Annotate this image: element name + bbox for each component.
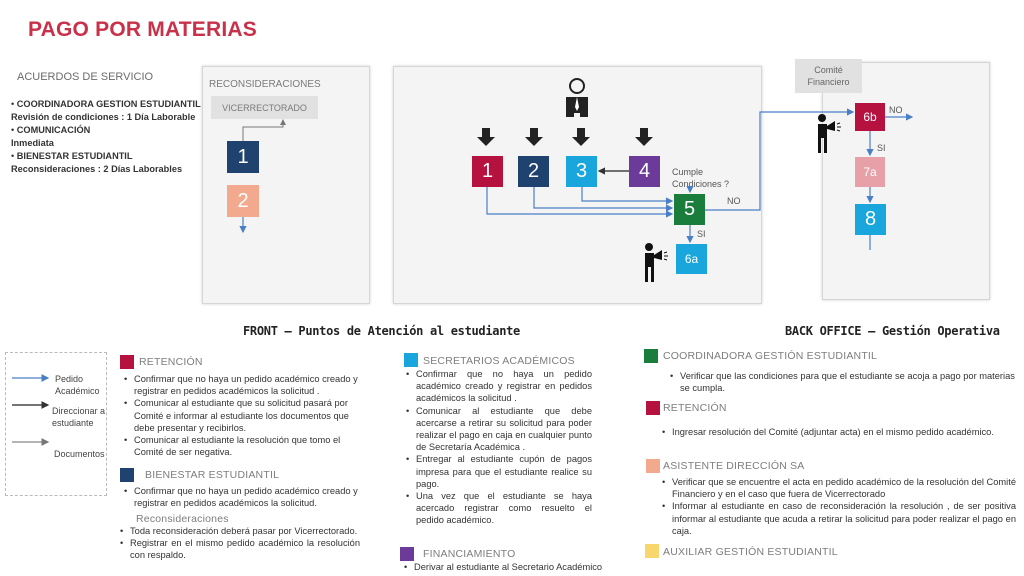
flow-step-2: 2 (518, 156, 549, 187)
secretarios-color-square (404, 353, 418, 367)
vicerrectorado-box: VICERRECTORADO (211, 96, 318, 119)
flow-step-3: 3 (566, 156, 597, 187)
agreement-detail: Inmediata (11, 138, 54, 148)
coordinadora-color-square (644, 349, 658, 363)
comite-financiero-box: Comité Financiero (795, 59, 862, 93)
service-agreements-list: • COORDINADORA GESTION ESTUDIANTIL Revis… (11, 98, 201, 176)
backoffice-panel (822, 62, 990, 300)
secretarios-title: SECRETARIOS ACADÉMICOS (423, 355, 575, 367)
list-item: Confirmar que no haya un pedido académic… (406, 368, 592, 405)
coordinadora-title: COORDINADORA GESTIÓN ESTUDIANTIL (663, 350, 878, 362)
reconsideraciones-list: Toda reconsideración deberá pasar por Vi… (120, 525, 360, 562)
list-item: Verificar que se encuentre el acta en pe… (662, 476, 1016, 500)
bullet: • (11, 125, 17, 135)
list-item: Verificar que las condiciones para que e… (670, 370, 1018, 394)
list-item: Confirmar que no haya un pedido académic… (124, 485, 364, 509)
legend-documentos-label: Documentos (54, 449, 105, 459)
agreement-label: COORDINADORA GESTION ESTUDIANTIL (16, 99, 201, 109)
page-title: PAGO POR MATERIAS (28, 18, 257, 41)
reconsideracion-arrow (242, 119, 286, 141)
reconsideracion-step-2: 2 (227, 185, 259, 217)
retencion-back-color-square (646, 401, 660, 415)
legend-box (5, 352, 107, 496)
bienestar-list: Confirmar que no haya un pedido académic… (124, 485, 364, 509)
student-icon (566, 78, 588, 117)
list-item: Comunicar al estudiante que su solicitud… (124, 397, 364, 434)
list-item: Comunicar al estudiante la resolución qu… (124, 434, 364, 458)
coordinadora-list: Verificar que las condiciones para que e… (670, 370, 1018, 394)
auxiliar-title: AUXILIAR GESTIÓN ESTUDIANTIL (663, 546, 838, 558)
agreement-label: BIENESTAR ESTUDIANTIL (16, 151, 133, 161)
legend-pedido-label: Pedido Académico (55, 374, 100, 396)
retencion-back-title: RETENCIÓN (663, 402, 727, 414)
agreement-detail: Revisión de condiciones : 1 Día Laborabl… (11, 112, 196, 122)
secretarios-list: Confirmar que no haya un pedido académic… (406, 368, 592, 527)
reconsideraciones-subtitle: Reconsideraciones (136, 513, 229, 525)
asistente-color-square (646, 459, 660, 473)
retencion-front-list: Confirmar que no haya un pedido académic… (124, 373, 364, 458)
si-label: SI (877, 143, 886, 153)
list-item: Confirmar que no haya un pedido académic… (124, 373, 364, 397)
bienestar-title: BIENESTAR ESTUDIANTIL (145, 469, 280, 481)
retencion-color-square (120, 355, 134, 369)
cumple-condiciones-label: Cumple Condiciones ? (672, 167, 730, 189)
front-section-title: FRONT – Puntos de Atención al estudiante (243, 324, 520, 338)
back-section-title: BACK OFFICE – Gestión Operativa (785, 324, 1000, 338)
financiamiento-list: Derivar al estudiante al Secretario Acad… (404, 561, 614, 573)
retencion-back-list: Ingresar resolución del Comité (adjuntar… (662, 426, 1018, 438)
no-label: NO (889, 105, 903, 115)
legend-direccionar-label: Direccionar a estudiante (52, 406, 106, 428)
financiamiento-color-square (400, 547, 414, 561)
flow-step-4: 4 (629, 156, 660, 187)
flow-step-6a: 6a (676, 244, 707, 274)
bullet: • (11, 99, 17, 109)
no-label: NO (727, 196, 741, 206)
financiamiento-title: FINANCIAMIENTO (423, 548, 516, 560)
list-item: Comunicar al estudiante que debe acercar… (406, 405, 592, 454)
asistente-list: Verificar que se encuentre el acta en pe… (662, 476, 1016, 537)
agreement-detail: Reconsideraciones : 2 Días Laborables (11, 164, 183, 174)
backoffice-step-6b: 6b (855, 103, 885, 131)
bullet: • (11, 151, 17, 161)
list-item: Registrar en el mismo pedido académico l… (120, 537, 360, 561)
steps-to-5-arrows (486, 108, 914, 250)
list-item: Toda reconsideración deberá pasar por Vi… (120, 525, 360, 537)
auxiliar-color-square (645, 544, 659, 558)
megaphone-person-icon (645, 243, 668, 282)
asistente-title: ASISTENTE DIRECCIÓN SA (663, 460, 805, 472)
reconsideracion-step-1: 1 (227, 141, 259, 173)
si-label: SI (697, 229, 706, 239)
agreement-label: COMUNICACIÓN (16, 125, 91, 135)
flow-step-5: 5 (674, 194, 705, 225)
service-agreements-heading: ACUERDOS DE SERVICIO (17, 71, 154, 83)
list-item: Una vez que el estudiante se haya acerca… (406, 490, 592, 527)
megaphone-person-icon (818, 114, 841, 153)
retencion-front-title: RETENCIÓN (139, 356, 203, 368)
list-item: Derivar al estudiante al Secretario Acad… (404, 561, 614, 573)
list-item: Informar al estudiante en caso de recons… (662, 500, 1016, 537)
reconsideraciones-label: RECONSIDERACIONES (209, 79, 321, 90)
bienestar-color-square (120, 468, 134, 482)
list-item: Entregar al estudiante cupón de pagos im… (406, 453, 592, 490)
list-item: Ingresar resolución del Comité (adjuntar… (662, 426, 1018, 438)
down-arrow-icons (477, 128, 653, 146)
flow-step-1: 1 (472, 156, 503, 187)
backoffice-step-7a: 7a (855, 157, 885, 187)
backoffice-step-8: 8 (855, 204, 886, 235)
